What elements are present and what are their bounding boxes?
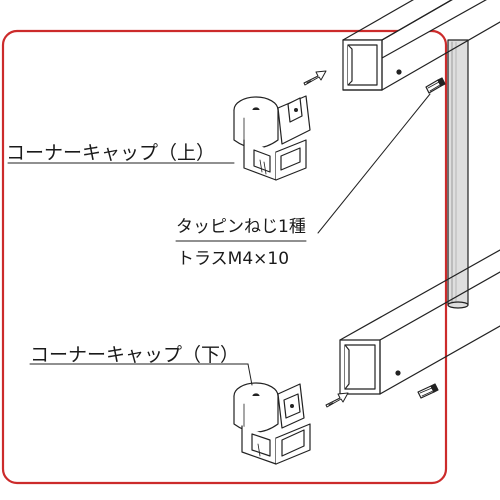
corner-cap-upper xyxy=(233,95,311,181)
label-screw-size: トラスM4×10 xyxy=(177,249,290,269)
highlight-frame xyxy=(1,29,448,485)
label-screw-type: タッピンねじ1種 xyxy=(176,217,306,237)
tapping-screw-lower xyxy=(417,383,439,399)
label-corner-cap-lower: コーナーキャップ（下） xyxy=(30,344,240,366)
round-pole xyxy=(447,39,469,309)
label-corner-cap-upper: コーナーキャップ（上） xyxy=(6,142,216,164)
direction-arrow-lower xyxy=(325,392,349,408)
direction-arrow-upper xyxy=(303,70,327,86)
leader-screw-upper xyxy=(317,93,431,234)
leader-lines xyxy=(7,93,431,386)
corner-cap-lower xyxy=(233,382,311,465)
square-tube-lower xyxy=(339,249,500,395)
square-tube-upper xyxy=(342,0,500,91)
tapping-screw-upper xyxy=(425,77,446,94)
